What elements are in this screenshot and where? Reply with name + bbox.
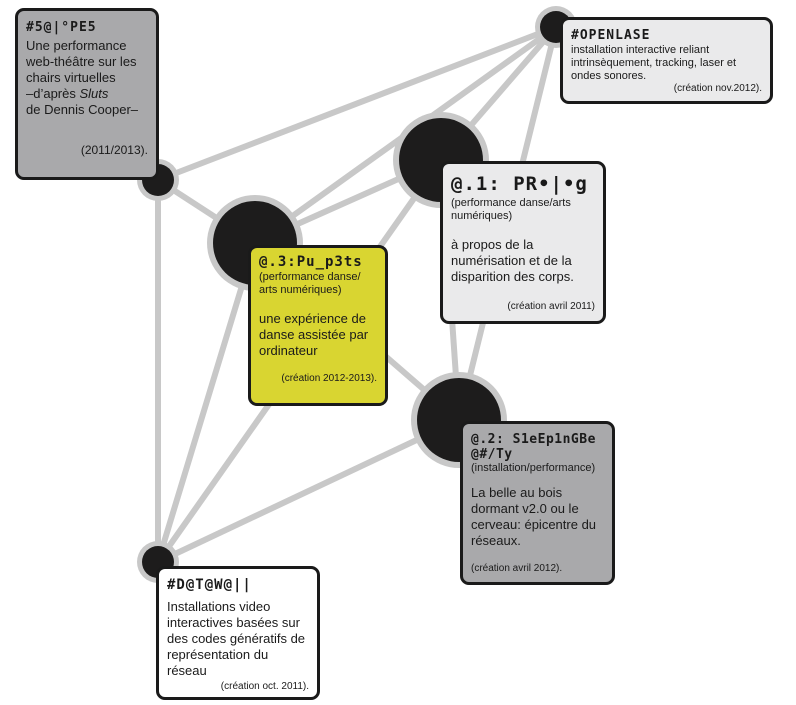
description-line: chairs virtuelles xyxy=(26,70,116,85)
card-puppets: @.3:Pu_p3ts (performance danse/ arts num… xyxy=(248,245,388,406)
card-prolog: @.1: PR•|•g (performance danse/arts numé… xyxy=(440,161,606,324)
card-title: #OPENLASE xyxy=(571,28,651,43)
card-description: installation interactive reliant intrins… xyxy=(571,44,737,82)
description-line: –d’après Sluts xyxy=(26,86,148,102)
card-description: Une performance web-théâtre sur les chai… xyxy=(26,38,148,118)
edge-dataall-sleeping xyxy=(155,417,462,565)
card-date: (création avril 2012). xyxy=(471,563,563,574)
edge-puppets-dataall xyxy=(155,240,258,565)
description-line: Une performance xyxy=(26,38,127,53)
card-date: (création nov.2012). xyxy=(673,83,762,94)
card-date: (création oct. 2011). xyxy=(220,681,309,692)
card-description: Installations video interactives basées … xyxy=(167,599,306,678)
card-description: La belle au bois dormant v2.0 ou le cerv… xyxy=(471,485,597,548)
card-description: à propos de la numérisation et de la dis… xyxy=(451,237,574,284)
card-openlase: #OPENLASE installation interactive relia… xyxy=(560,17,773,104)
card-title: @.2: S1eEp1nGBe@#/Ty xyxy=(471,432,596,462)
description-text: –d’après xyxy=(26,86,80,101)
card-title: #D@T@W@|| xyxy=(167,577,252,593)
card-sleeping: @.2: S1eEp1nGBe@#/Ty (installation/perfo… xyxy=(460,421,615,585)
card-description: une expérience de danse assistée par ord… xyxy=(259,311,369,358)
card-date: (2011/2013). xyxy=(80,143,148,157)
card-title: @.1: PR•|•g xyxy=(451,173,588,195)
card-dataall: #D@T@W@|| Installations video interactiv… xyxy=(156,566,320,700)
card-subtitle: (installation/performance) xyxy=(471,462,596,474)
card-title: @.3:Pu_p3ts xyxy=(259,254,363,270)
card-subtitle: (performance danse/ arts numériques) xyxy=(259,271,361,296)
card-date: (création 2012-2013). xyxy=(281,373,377,384)
edge-salopes-openlase xyxy=(155,24,559,183)
description-line: de Dennis Cooper– xyxy=(26,102,139,117)
card-salopes: #5@|°PE5 Une performance web-théâtre sur… xyxy=(15,8,159,180)
card-subtitle: (performance danse/arts numériques) xyxy=(451,197,571,222)
description-line: web-théâtre sur les xyxy=(26,54,137,69)
card-title: #5@|°PE5 xyxy=(26,20,97,35)
card-date: (création avril 2011) xyxy=(507,301,595,312)
book-title: Sluts xyxy=(79,86,109,101)
